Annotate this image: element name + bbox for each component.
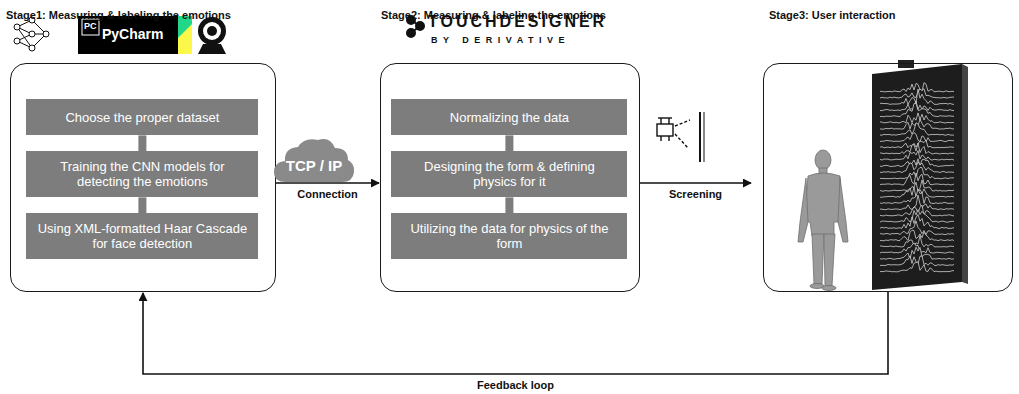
cloud-label: TCP / IP: [286, 157, 342, 174]
stage-heading: Stage3: User interaction: [769, 9, 896, 21]
edge-label: Connection: [295, 188, 360, 200]
stage-box: Stage1: Measuring & labeling the emotion…: [10, 63, 276, 292]
process-box: Utilizing the data for physics of the fo…: [391, 213, 627, 259]
logo-subtext: BY DERIVATIVE: [431, 35, 570, 45]
person-figure: [798, 150, 848, 291]
step-text: Choose the proper dataset: [65, 110, 219, 126]
flow-arrow: [143, 292, 888, 374]
projector-icon: [657, 112, 704, 162]
process-box: Designing the form & defining physics fo…: [391, 151, 627, 197]
neural-net-icon: [14, 17, 49, 51]
stage-box: Stage2: Measuring & labeling the emotion…: [380, 63, 640, 292]
flow-arrow: [640, 182, 751, 184]
logo-text: TOUCHDESIGNER: [428, 13, 607, 31]
step-link: [505, 135, 513, 151]
step-text: Using XML-formatted Haar Cascade for fac…: [36, 221, 248, 252]
logo-badge: PC: [84, 21, 97, 31]
process-box: Using XML-formatted Haar Cascade for fac…: [26, 213, 258, 259]
logo-text: PyCharm: [102, 26, 163, 42]
flow-arrow: [276, 182, 379, 184]
stage-heading: Stage1: Measuring & labeling the emotion…: [6, 9, 231, 21]
pycharm-logo: [78, 16, 192, 54]
stage-box: Stage3: User interaction: [763, 63, 1013, 292]
step-text: Normalizing the data: [450, 110, 569, 126]
step-link: [138, 135, 146, 151]
step-text: Training the CNN models for detecting th…: [36, 159, 248, 190]
edge-label: Feedback loop: [475, 379, 556, 391]
process-box: Normalizing the data: [391, 99, 627, 135]
process-box: Choose the proper dataset: [26, 99, 258, 135]
edge-label: Screening: [667, 188, 724, 200]
step-link: [138, 197, 146, 213]
display-panel: [872, 60, 968, 290]
step-text: Designing the form & defining physics fo…: [401, 159, 617, 190]
webcam-icon: [198, 17, 226, 54]
process-box: Training the CNN models for detecting th…: [26, 151, 258, 197]
cloud-shape: TCP / IP: [272, 136, 356, 184]
step-link: [505, 197, 513, 213]
step-text: Utilizing the data for physics of the fo…: [401, 221, 617, 252]
